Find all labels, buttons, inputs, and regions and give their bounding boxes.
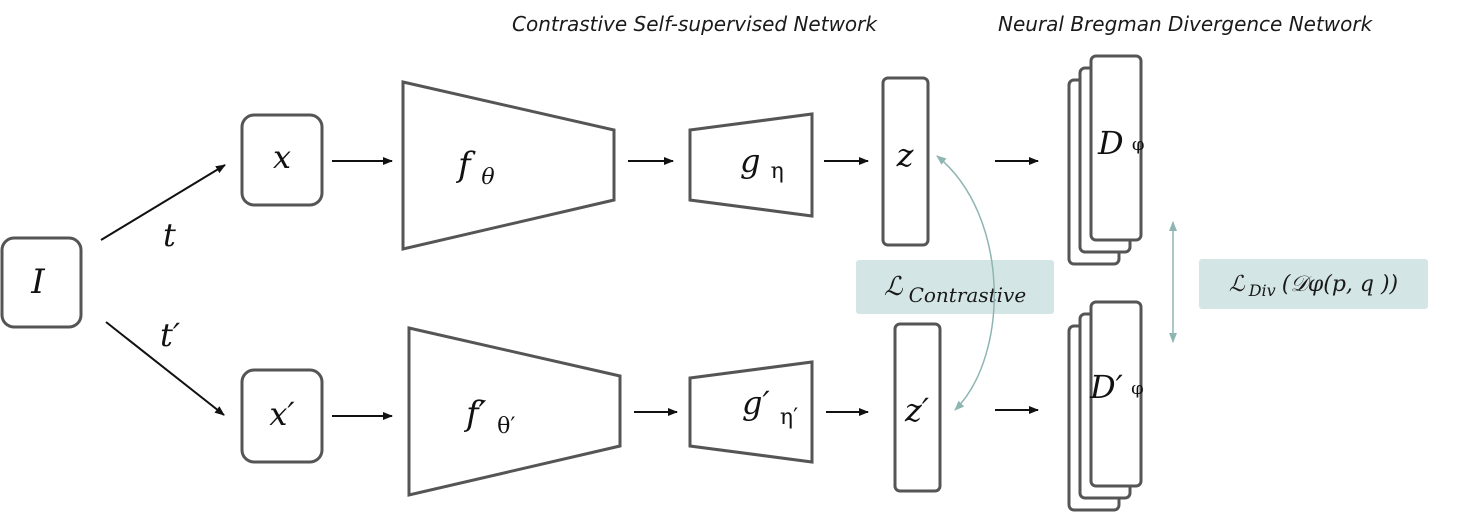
x-prime-node (240, 368, 324, 464)
augment-arrow-t (100, 164, 226, 241)
embedding-z-label: z (896, 136, 915, 174)
encoder-f-theta (401, 80, 616, 251)
divergence-network-d-label: D φ (1097, 124, 1144, 162)
divergence-loss-symbol: ℒ (1228, 271, 1245, 297)
divergence-d-symbol: D (1097, 124, 1124, 162)
encoder-f-prime-label: f′ θ′ (463, 394, 515, 439)
divergence-network-d-stack (1067, 54, 1143, 266)
projector-g-symbol: g (740, 142, 760, 180)
bregman-network-heading: Neural Bregman Divergence Network (998, 12, 1373, 36)
embedding-z-prime-label: z′ (904, 391, 930, 429)
encoder-f-prime-symbol: f′ (463, 394, 487, 434)
contrastive-loss-symbol: ℒ (883, 272, 903, 302)
augment-label-t-prime: t′ (160, 316, 181, 354)
encoder-f-symbol: f (455, 145, 476, 185)
divergence-d-prime-symbol: D′ (1089, 368, 1124, 406)
input-node-label: I (30, 262, 45, 302)
divergence-network-d-prime-stack (1067, 300, 1143, 512)
encoder-f-subscript: θ (481, 165, 494, 190)
contrastive-network-heading: Contrastive Self-supervised Network (512, 12, 877, 36)
projector-g-subscript: η (771, 159, 784, 184)
contrastive-loss-subscript: Contrastive (908, 283, 1027, 307)
encoder-f-prime-theta-prime (407, 326, 622, 497)
input-node (0, 236, 83, 329)
augment-arrow-t-prime (105, 321, 225, 416)
contrastive-loss-arrow (936, 155, 995, 411)
x-node-label: x (273, 138, 291, 176)
divergence-d-prime-subscript: φ (1131, 378, 1144, 399)
divergence-network-d-prime-label: D′ φ (1089, 368, 1144, 406)
encoder-f-label: f θ (455, 145, 495, 190)
x-node (240, 113, 324, 207)
augment-label-t: t (163, 216, 176, 254)
projector-g-prime-eta-prime (688, 360, 814, 464)
divergence-loss-label: ℒ Div (𝒟φ(p, q )) (1199, 259, 1428, 309)
projector-g-prime-label: g′ η′ (742, 384, 798, 430)
projector-g-label: g η (740, 142, 784, 184)
contrastive-loss-label: ℒ Contrastive (856, 260, 1054, 314)
divergence-d-subscript: φ (1132, 134, 1145, 155)
embedding-z (881, 76, 930, 247)
projector-g-prime-symbol: g′ (742, 384, 770, 422)
x-prime-node-label: x′ (269, 395, 295, 433)
projector-g-prime-subscript: η′ (780, 405, 798, 430)
projector-g-eta (688, 112, 814, 218)
divergence-loss-expression: (𝒟φ(p, q )) (1281, 271, 1399, 297)
divergence-loss-subscript: Div (1248, 280, 1276, 300)
encoder-f-prime-subscript: θ′ (497, 414, 515, 439)
